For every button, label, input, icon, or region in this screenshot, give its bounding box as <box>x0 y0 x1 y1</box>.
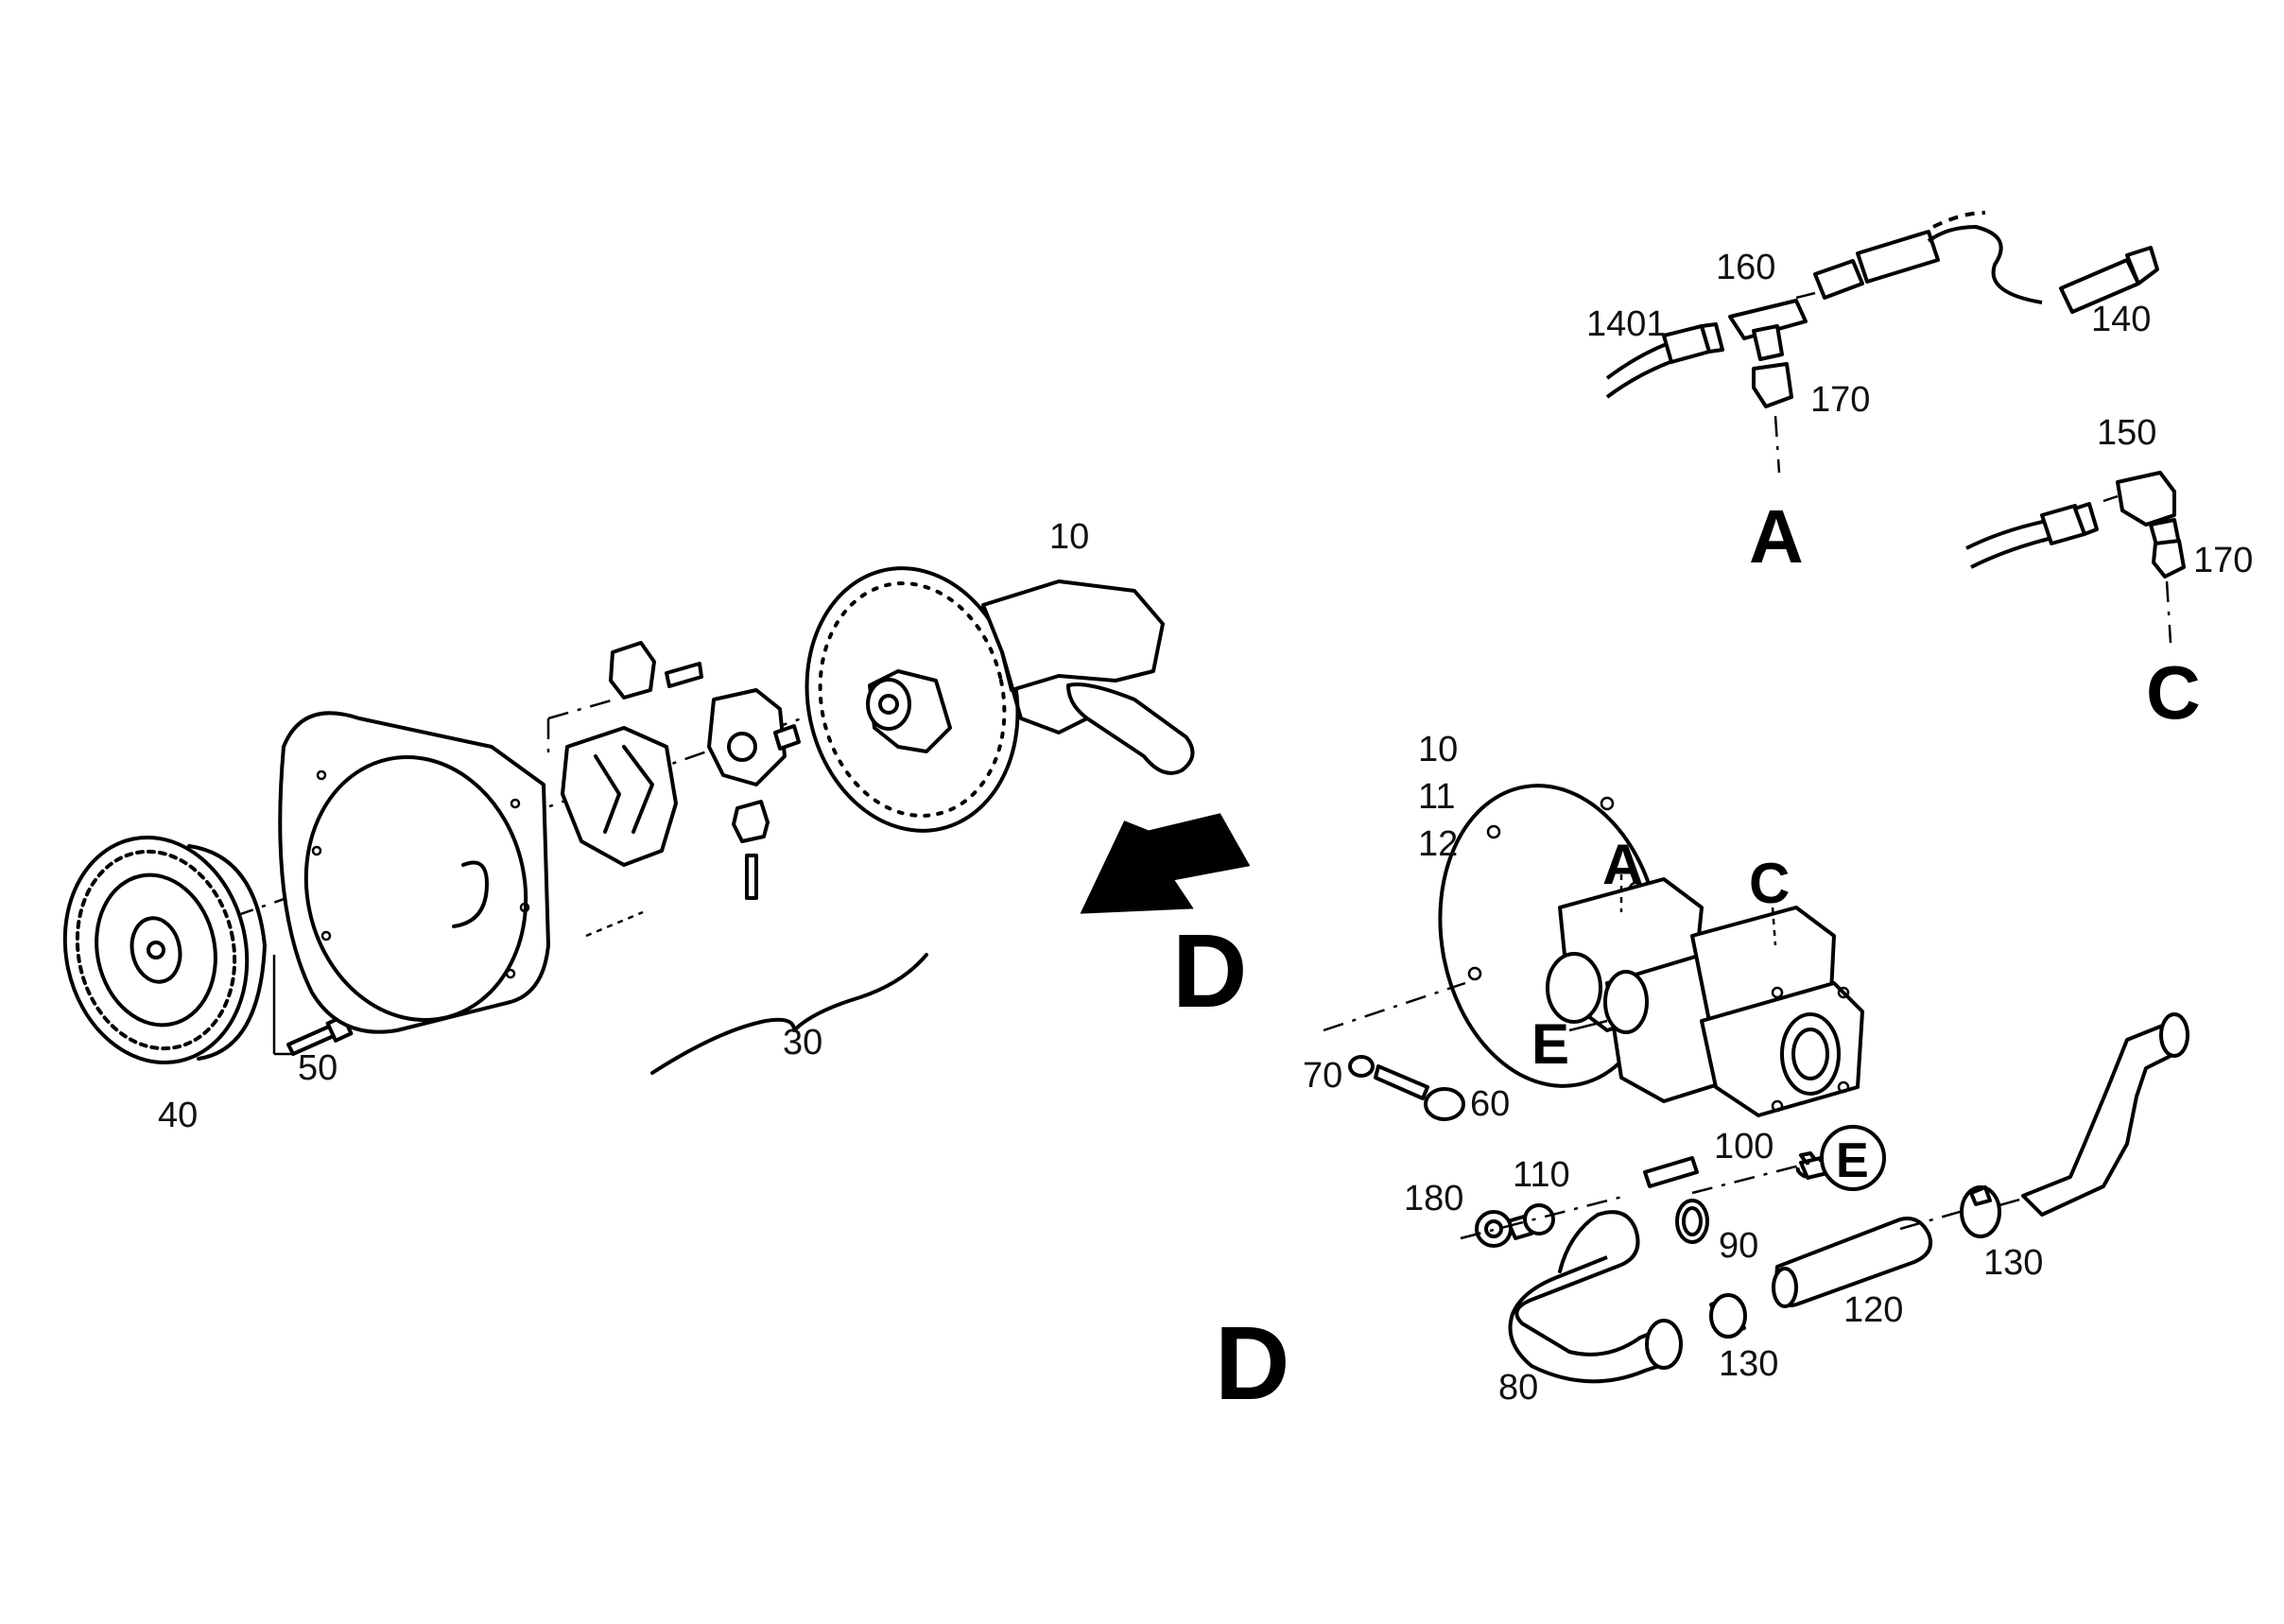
detail-letter-a-top: A <box>1749 494 1804 579</box>
detail-a-tee-fitting <box>1605 211 2159 474</box>
label-part-60: 60 <box>1470 1084 1510 1124</box>
label-part-40: 40 <box>158 1096 198 1135</box>
label-part-170-b: 170 <box>2193 541 2253 580</box>
detail-letter-c-top: C <box>2146 650 2201 734</box>
screw-part-60-washer-part-70 <box>1323 981 1466 1121</box>
coupling-assembly <box>546 641 801 900</box>
label-part-80: 80 <box>1498 1368 1538 1408</box>
view-letter-d-arrow: D <box>1172 913 1247 1029</box>
label-part-70: 70 <box>1303 1056 1342 1096</box>
label-part-30: 30 <box>783 1023 822 1063</box>
flywheel-part-40 <box>62 835 267 1065</box>
label-part-100: 100 <box>1714 1127 1774 1166</box>
label-part-11: 11 <box>1418 777 1455 817</box>
suction-pipe-group <box>1460 1012 2189 1384</box>
label-part-170-a: 170 <box>1810 380 1870 420</box>
leader-squiggle <box>650 953 928 1075</box>
detail-e-circle <box>1820 1125 1886 1191</box>
view-direction-arrow <box>1080 813 1251 914</box>
label-part-90: 90 <box>1719 1226 1758 1266</box>
label-part-120: 120 <box>1843 1290 1903 1330</box>
pump-letter-a: A <box>1602 833 1643 896</box>
label-part-140: 140 <box>2091 300 2151 339</box>
bell-housing-part-30 <box>278 711 550 1034</box>
detail-c-elbow-fitting <box>1965 471 2186 644</box>
pump-assembly-part-10-11-12 <box>1438 784 1864 1117</box>
label-part-10-top: 10 <box>1049 517 1089 557</box>
pump-flange-assembly-part-10 <box>805 566 1195 833</box>
leader-30 <box>585 910 644 938</box>
label-part-110: 110 <box>1513 1155 1570 1195</box>
label-part-1401: 1401 <box>1586 304 1667 344</box>
label-part-50: 50 <box>298 1048 337 1088</box>
label-part-160: 160 <box>1716 248 1775 287</box>
label-part-130-a: 130 <box>1719 1344 1778 1384</box>
label-part-150: 150 <box>2097 413 2156 453</box>
pump-letter-e: E <box>1531 1012 1569 1076</box>
label-part-12: 12 <box>1418 824 1458 864</box>
label-part-180: 180 <box>1404 1179 1463 1218</box>
circle-letter-e: E <box>1836 1133 1869 1188</box>
pump-letter-c: C <box>1749 852 1790 915</box>
view-letter-d-lower: D <box>1215 1305 1289 1422</box>
label-part-130-b: 130 <box>1983 1243 2043 1283</box>
label-part-10: 10 <box>1418 730 1458 769</box>
